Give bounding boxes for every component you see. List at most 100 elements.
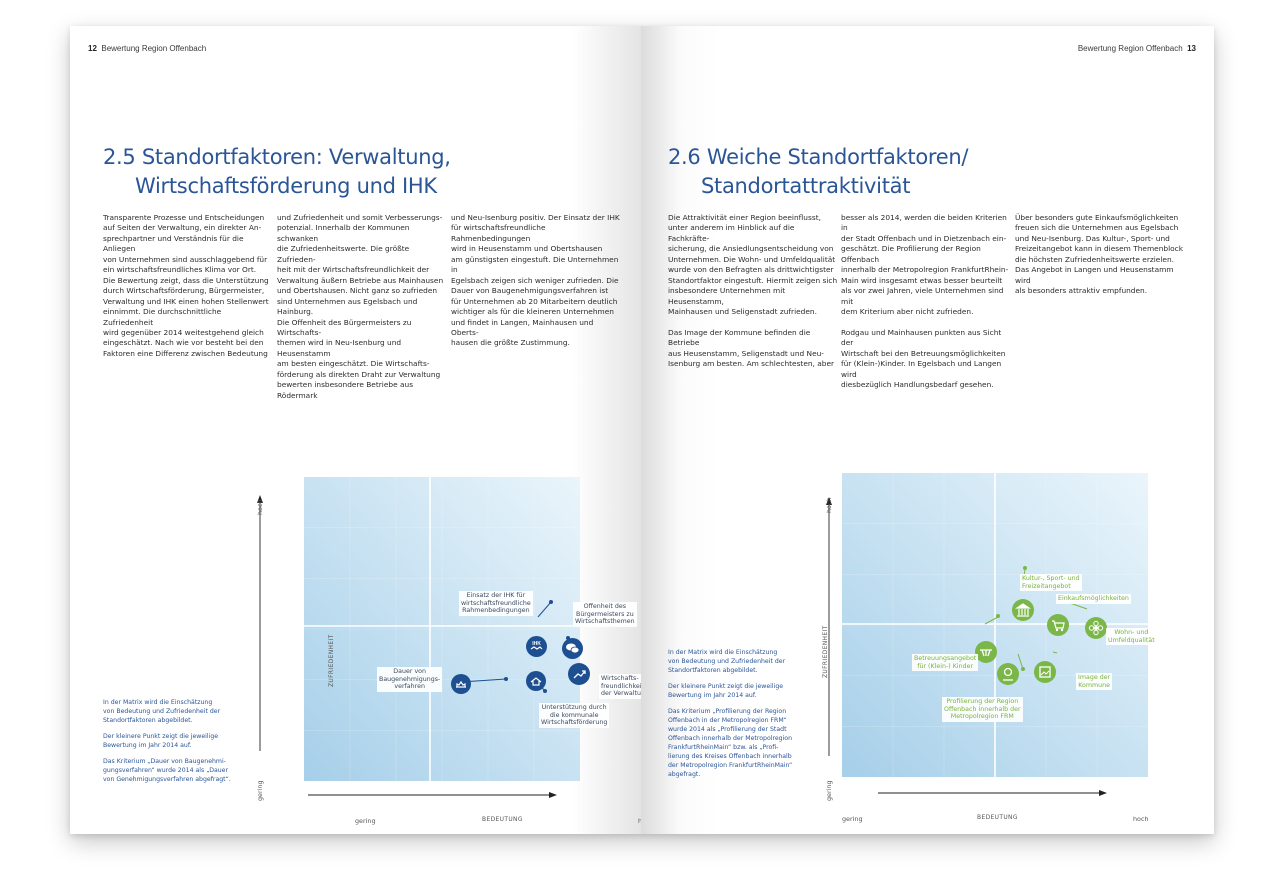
- crown-building-icon: [456, 680, 466, 688]
- marker-label-line: Rahmenbedingungen: [462, 607, 530, 615]
- left-running-head: 12 Bewertung Region Offenbach: [88, 44, 206, 53]
- marker-label-line: Wohn- und: [1114, 629, 1149, 636]
- marker-label-line: Dauer von: [393, 668, 427, 675]
- text-line: Wirtschaft bei den Betreuungsmöglichkeit…: [841, 348, 1006, 358]
- note-line: Das Kriterium „Profilierung der Region: [668, 708, 787, 715]
- right-y-low: gering: [825, 780, 833, 802]
- left-y-high: hoch: [256, 499, 264, 515]
- text-line: Die Attraktivität einer Region beeinflus…: [668, 213, 821, 222]
- right-body-column-3: Über besonders gute Einkaufsmöglichkeite…: [1015, 213, 1190, 297]
- text-line: bewerten insbesondere Betriebe aus Röder…: [277, 380, 414, 400]
- marker-label-line: Einsatz der IHK für: [466, 592, 526, 599]
- text-line: Verwaltung äußern Betriebe aus Mainhause…: [277, 275, 444, 285]
- text-line: Verwaltung und IHK einen hohen Stellenwe…: [103, 296, 269, 306]
- left-x-axis-arrowhead: [549, 792, 557, 798]
- text-line: freuen sich die Unternehmen aus Egelsbac…: [1015, 223, 1179, 233]
- left-body-column-1: Transparente Prozesse und Entscheidungen…: [103, 213, 273, 359]
- right-image-marker: [1034, 661, 1056, 683]
- text-line: themen wird in Neu-Isenburg und Heusenst…: [277, 338, 402, 358]
- text-line: Mainhausen und Seligenstadt zufrieden.: [668, 307, 817, 317]
- left-offenheit-marker: [562, 638, 583, 659]
- right-kultur-marker: [1012, 599, 1034, 621]
- marker-label-line: Offenbach innerhalb der: [944, 705, 1021, 713]
- right-title-line1: 2.6 Weiche Standortfaktoren/: [668, 145, 969, 169]
- note-line: wurde 2014 als „Profilierung der Stadt: [668, 726, 787, 733]
- right-betreuung-2014-dot: [996, 614, 1000, 618]
- left-x-high: hoch: [638, 817, 641, 825]
- text-line: Die Offenheit des Bürgermeisters zu Wirt…: [277, 317, 412, 337]
- shopping-cart-icon: [1052, 620, 1065, 632]
- marker-label-line: Kommune: [1078, 681, 1110, 689]
- marker-label-line: Offenheit des: [583, 603, 627, 610]
- right-profil-marker: [997, 663, 1019, 685]
- text-line: Über besonders gute Einkaufsmöglichkeite…: [1015, 213, 1179, 222]
- right-label-einkauf: Einkaufsmöglichkeiten: [1056, 594, 1131, 604]
- left-body-column-3: und Neu-Isenburg positiv. Der Einsatz de…: [451, 213, 621, 349]
- marker-label-line: Metropolregion FRM: [950, 713, 1014, 721]
- note-line: lierung des Kreises Offenbach innerhalb: [668, 753, 792, 760]
- marker-label-line: wirtschaftsfreundliche: [461, 599, 531, 607]
- right-y-high: hoch: [825, 497, 833, 513]
- right-betreuung-connector: [984, 616, 999, 625]
- note-line: FrankfurtRheinMain“ bzw. als „Profi-: [668, 744, 779, 751]
- marker-label-line: Image der: [1078, 674, 1111, 681]
- text-line: Das Angebot in Langen und Heusenstamm wi…: [1015, 265, 1174, 285]
- text-line: [841, 318, 1013, 328]
- marker-label-line: Wirtschaftsförderung: [541, 719, 608, 727]
- marker-label-line: Umfeldqualität: [1108, 636, 1155, 644]
- text-line: Egelsbach zeigen sich weniger zufrieden.…: [451, 275, 619, 285]
- note-line: der Metropolregion FrankfurtRheinMain“: [668, 762, 793, 769]
- left-y-low: gering: [256, 780, 264, 802]
- flower-icon: [1088, 620, 1104, 636]
- marker-label-line: Kultur-, Sport- und: [1022, 575, 1080, 582]
- right-running-head: Bewertung Region Offenbach 13: [1078, 44, 1196, 53]
- left-y-axis-label: ZUFRIEDENHEIT: [329, 634, 335, 687]
- note-line: Standortfaktoren abgebildet.: [668, 667, 758, 674]
- note-line: Der kleinere Punkt zeigt die jeweilige: [103, 733, 219, 740]
- right-betreuung-marker: [975, 641, 997, 663]
- text-line: heit mit der Wirtschaftsfreundlichkeit d…: [277, 265, 430, 275]
- marker-label-line: der Verwaltung: [601, 690, 641, 698]
- right-image-connector: [1052, 651, 1058, 654]
- text-line: und Zufriedenheit und somit Verbesserung…: [277, 213, 443, 222]
- right-page-number: 13: [1187, 44, 1196, 53]
- right-y-axis-arrowhead: [826, 497, 832, 505]
- marker-label-line: freundlichkeit: [601, 682, 641, 690]
- note-line: von Bedeutung und Zufriedenheit der: [103, 708, 221, 715]
- text-line: der Stadt Offenbach und in Dietzenbach e…: [841, 233, 1007, 243]
- left-ihk-2014-dot: [549, 600, 553, 604]
- museum-icon: [1015, 603, 1031, 617]
- left-matrix-svg: [257, 477, 587, 798]
- text-line: Faktoren eine Differenz zwischen Bedeutu…: [103, 348, 268, 358]
- text-line: Die Bewertung zeigt, dass die Unterstütz…: [103, 275, 269, 285]
- text-line: als vor zwei Jahren, viele Unternehmen s…: [841, 286, 1004, 306]
- text-line: besser als 2014, werden die beiden Krite…: [841, 213, 1007, 233]
- note-line: Der kleinere Punkt zeigt die jeweilige: [668, 683, 784, 690]
- text-line: aus Heusenstamm, Seligenstadt und Neu-: [668, 348, 824, 358]
- right-x-axis-label: BEDEUTUNG: [977, 815, 1018, 821]
- note-line: gungsverfahren“ wurde 2014 als „Dauer: [103, 767, 229, 774]
- note-line: Offenbach in der Metropolregion FRM“: [668, 717, 787, 724]
- marker-label-line: Betreuungsangebot: [914, 655, 977, 662]
- right-kultur-2014-dot: [1023, 566, 1027, 570]
- text-line: diesbezüglich Handlungsbedarf gesehen.: [841, 380, 994, 390]
- right-body-column-1: Die Attraktivität einer Region beeinflus…: [668, 213, 838, 370]
- text-line: dem Kriterium aber nicht zufrieden.: [841, 307, 974, 317]
- text-line: innerhalb der Metropolregion FrankfurtRh…: [841, 265, 1009, 275]
- text-line: Isenburg am besten. Am schlechtesten, ab…: [668, 359, 835, 369]
- right-profil-2014-dot: [1021, 667, 1025, 671]
- text-line: und Obertshausen. Nicht ganz so zufriede…: [277, 286, 438, 296]
- text-line: Rodgau und Mainhausen punkten aus Sicht …: [841, 327, 1002, 348]
- marker-label-line: Profilierung der Region: [946, 698, 1019, 705]
- text-line: Standortfaktor eingestuft. Hiermit zeige…: [668, 275, 838, 285]
